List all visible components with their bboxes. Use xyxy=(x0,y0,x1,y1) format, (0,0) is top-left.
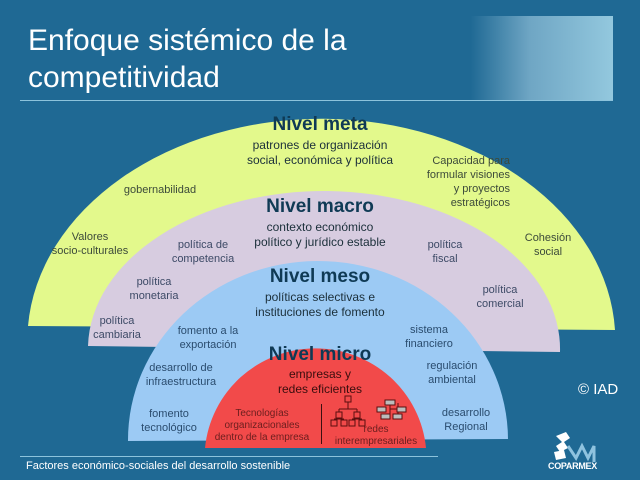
footer-divider xyxy=(20,456,438,457)
ring-network-icon xyxy=(376,399,407,420)
page-title: Enfoque sistémico de la competitividad xyxy=(28,22,347,96)
coparmex-logo-text: COPARMEX xyxy=(548,461,597,471)
meso-subtitle: políticas selectivas e instituciones de … xyxy=(255,290,385,319)
factor-politica-fiscal: política fiscal xyxy=(427,239,463,265)
micro-subtitle: empresas y redes eficientes xyxy=(277,367,363,396)
coparmex-logo-icon xyxy=(554,432,596,462)
factor-gobernabilidad: gobernabilidad xyxy=(123,184,197,196)
micro-divider xyxy=(321,404,322,444)
factor-redes-interempresariales: redes interempresariales xyxy=(334,424,418,447)
factor-sistema-financiero: sistema financiero xyxy=(405,324,453,350)
factor-fomento-tecnologico: fomento tecnológico xyxy=(141,408,197,434)
macro-subtitle: contexto económico político y jurídico e… xyxy=(254,220,386,249)
micro-title: Nivel micro xyxy=(268,344,372,365)
factor-fomento-exportacion: fomento a la exportación xyxy=(177,325,239,351)
factor-valores-socio-culturales: Valores socio-culturales xyxy=(51,231,129,257)
title-line-2: competitividad xyxy=(28,61,220,94)
meta-title: Nivel meta xyxy=(272,114,368,135)
factor-politica-cambiaria: política cambiaria xyxy=(93,315,141,341)
factor-politica-monetaria: política monetaria xyxy=(129,276,179,302)
footer-text: Factores económico-sociales del desarrol… xyxy=(26,460,291,472)
factor-regulacion-ambiental: regulación ambiental xyxy=(426,360,478,386)
meta-subtitle: patrones de organización social, económi… xyxy=(246,138,394,167)
hierarchy-network-icon xyxy=(330,395,366,427)
factor-politica-competencia: política de competencia xyxy=(171,239,235,265)
factor-desarrollo-regional: desarrollo Regional xyxy=(441,407,491,433)
factor-desarrollo-infraestructura: desarrollo de infraestructura xyxy=(145,362,217,388)
meso-title: Nivel meso xyxy=(269,266,371,287)
factor-politica-comercial: política comercial xyxy=(476,284,524,310)
factor-cohesion-social: Cohesión social xyxy=(524,232,572,258)
copyright-label: © IAD xyxy=(578,381,619,398)
title-divider xyxy=(20,100,613,101)
factor-tecnologias-organizacionales: Tecnologías organizacionales dentro de l… xyxy=(214,408,310,443)
title-band xyxy=(20,16,613,100)
micro-ring xyxy=(205,348,426,448)
macro-title: Nivel macro xyxy=(266,196,374,217)
factor-capacidad-visiones: Capacidad para formular visiones y proye… xyxy=(426,155,510,209)
title-line-1: Enfoque sistémico de la xyxy=(28,24,347,57)
